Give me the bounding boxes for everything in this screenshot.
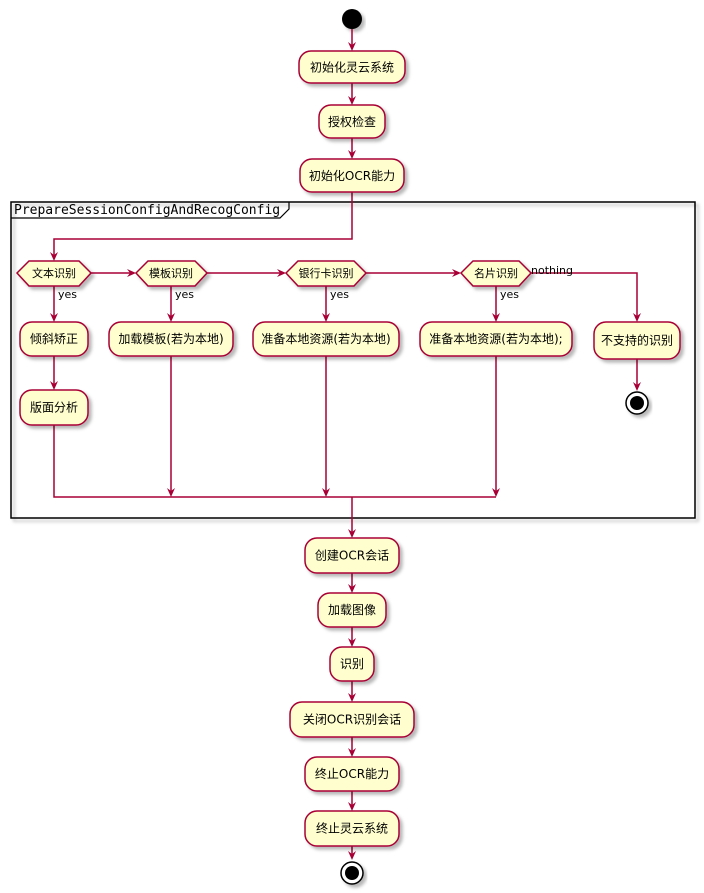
decision-bank-card-recognition: 银行卡识别 bbox=[284, 260, 368, 287]
activity-auth-check: 授权检查 bbox=[318, 104, 386, 139]
decision-text-label: 文本识别 bbox=[32, 266, 76, 280]
activity-unsupported: 不支持的识别 bbox=[593, 321, 681, 360]
activity-create-session: 创建OCR会话 bbox=[304, 537, 400, 574]
activity-layout-analysis-label: 版面分析 bbox=[30, 401, 78, 415]
activity-deskew-label: 倾斜矫正 bbox=[30, 331, 78, 346]
activity-deskew: 倾斜矫正 bbox=[19, 321, 89, 357]
nothing-label: nothing bbox=[531, 264, 573, 277]
activity-recognize: 识别 bbox=[329, 646, 375, 682]
partition-frame: PrepareSessionConfigAndRecogConfig bbox=[10, 201, 696, 519]
activity-create-session-label: 创建OCR会话 bbox=[315, 549, 389, 563]
partition-title: PrepareSessionConfigAndRecogConfig bbox=[14, 203, 280, 218]
activity-init-system: 初始化灵云系统 bbox=[298, 50, 406, 84]
edges bbox=[50, 29, 641, 860]
activity-prepare-card-resources-label: 准备本地资源(若为本地); bbox=[429, 332, 562, 346]
activity-prepare-card-resources: 准备本地资源(若为本地); bbox=[419, 321, 573, 357]
start-node bbox=[342, 9, 362, 29]
decision-business-card-recognition: 名片识别 bbox=[459, 260, 533, 287]
activity-prepare-bank-resources: 准备本地资源(若为本地) bbox=[252, 321, 400, 357]
activity-unsupported-label: 不支持的识别 bbox=[601, 333, 673, 348]
decision-template-label: 模板识别 bbox=[149, 266, 193, 280]
yes-label-card: yes bbox=[500, 288, 519, 301]
activity-init-system-label: 初始化灵云系统 bbox=[310, 61, 394, 75]
decision-template-recognition: 模板识别 bbox=[134, 260, 209, 287]
activity-load-image-label: 加载图像 bbox=[328, 603, 376, 617]
activity-init-ocr: 初始化OCR能力 bbox=[299, 158, 405, 193]
stop-node-final bbox=[340, 861, 364, 885]
activity-layout-analysis: 版面分析 bbox=[19, 389, 89, 426]
activity-terminate-system: 终止灵云系统 bbox=[304, 810, 400, 847]
yes-label-bank: yes bbox=[330, 288, 349, 301]
activity-terminate-system-label: 终止灵云系统 bbox=[316, 821, 388, 836]
decision-bank-card-label: 银行卡识别 bbox=[299, 266, 354, 280]
activity-terminate-ocr-label: 终止OCR能力 bbox=[315, 766, 389, 781]
decision-business-card-label: 名片识别 bbox=[474, 266, 518, 280]
activity-close-session: 关闭OCR识别会话 bbox=[289, 701, 415, 738]
activity-init-ocr-label: 初始化OCR能力 bbox=[309, 169, 395, 183]
activity-close-session-label: 关闭OCR识别会话 bbox=[303, 713, 401, 727]
yes-label-template: yes bbox=[175, 288, 194, 301]
yes-label-text: yes bbox=[58, 288, 77, 301]
activity-recognize-label: 识别 bbox=[340, 657, 364, 671]
activity-prepare-bank-resources-label: 准备本地资源(若为本地) bbox=[261, 332, 390, 346]
activity-terminate-ocr: 终止OCR能力 bbox=[304, 756, 400, 792]
activity-load-template-label: 加载模板(若为本地) bbox=[118, 332, 223, 346]
activity-auth-check-label: 授权检查 bbox=[328, 114, 376, 129]
activity-load-image: 加载图像 bbox=[317, 592, 387, 628]
activity-load-template: 加载模板(若为本地) bbox=[108, 321, 234, 357]
decision-text-recognition: 文本识别 bbox=[15, 260, 93, 287]
stop-node-unsupported bbox=[625, 391, 649, 415]
